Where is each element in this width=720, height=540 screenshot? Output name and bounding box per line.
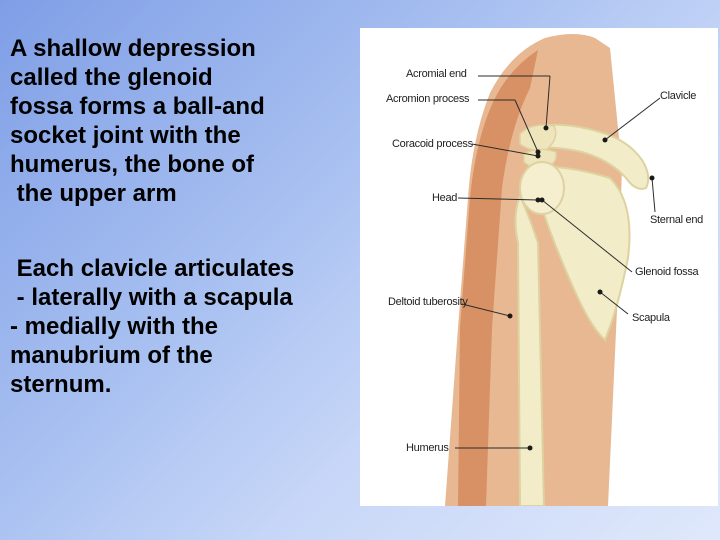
label-coracoid-process: Coracoid process (392, 138, 473, 150)
deltoid-muscle (458, 50, 538, 506)
text-line: the upper arm (10, 180, 177, 207)
text-line: socket joint with the (10, 122, 241, 149)
label-clavicle: Clavicle (660, 90, 697, 102)
clavicle-paragraph: Each clavicle articulates - laterally wi… (10, 254, 360, 399)
glenoid-fossa-paragraph: A shallow depression called the glenoid … (10, 34, 360, 208)
text-line: A shallow depression (10, 35, 256, 62)
humerus-bone (514, 193, 546, 506)
text-line: sternum. (10, 371, 112, 398)
label-acromial-end: Acromial end (406, 68, 467, 80)
shoulder-illustration (445, 34, 661, 506)
label-glenoid-fossa: Glenoid fossa (635, 266, 699, 278)
scapula-bone (530, 165, 631, 342)
text-line: manubrium of the (10, 342, 213, 369)
text-line: Each clavicle articulates (10, 255, 295, 282)
label-sternal-end: Sternal end (650, 214, 703, 226)
leader-dots (507, 125, 655, 451)
label-humerus: Humerus (406, 442, 449, 454)
text-line: called the glenoid (10, 64, 213, 91)
humerus-head (519, 161, 565, 215)
label-acromion-process: Acromion process (386, 93, 470, 105)
text-line: fossa forms a ball-and (10, 93, 265, 120)
label-deltoid-tuberosity: Deltoid tuberosity (388, 296, 468, 308)
slide-body-text: A shallow depression called the glenoid … (10, 34, 360, 399)
text-line: - laterally with a scapula (10, 284, 293, 311)
clavicle-bone (526, 123, 650, 190)
shoulder-anatomy-figure: Acromial end Acromion process Clavicle C… (360, 28, 718, 506)
text-line: - medially with the (10, 313, 219, 340)
label-scapula: Scapula (632, 312, 670, 324)
leader-lines (455, 75, 661, 449)
label-head: Head (432, 192, 458, 204)
text-line: humerus, the bone of (10, 151, 255, 178)
